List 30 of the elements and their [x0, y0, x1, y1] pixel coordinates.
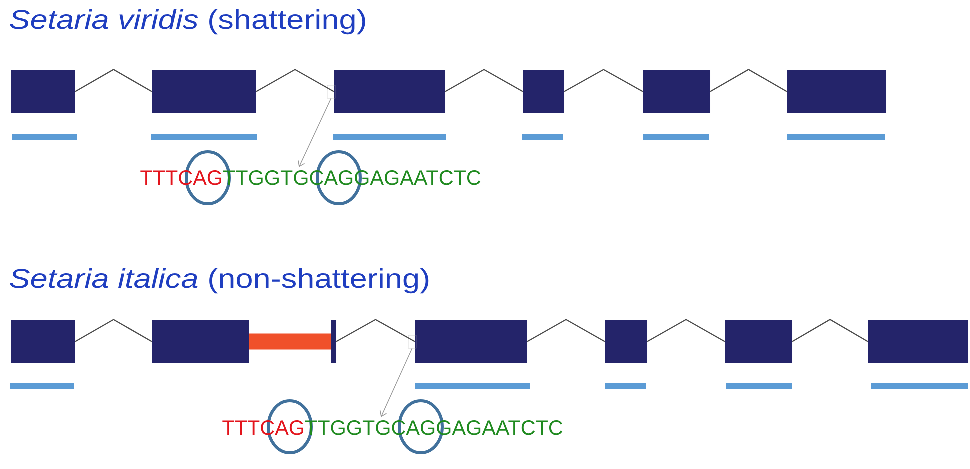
intron-line: [256, 69, 334, 92]
leader-arrow: [298, 98, 332, 168]
intron-line: [647, 319, 726, 342]
intron-line: [75, 319, 152, 342]
intron-line: [445, 69, 524, 92]
exon-box: [787, 70, 886, 114]
insertion-bar: [249, 334, 332, 350]
exon-box: [523, 70, 564, 114]
exon-box: [331, 320, 336, 364]
exon-box: [11, 70, 76, 114]
exon-box: [334, 70, 446, 114]
exon-box: [868, 320, 968, 364]
marker-square: [408, 335, 417, 349]
intron-line: [527, 319, 606, 342]
intron-line: [75, 69, 152, 92]
intron-line: [792, 319, 868, 342]
exon-box: [152, 320, 250, 364]
leader-arrow: [380, 348, 413, 418]
intron-line: [336, 319, 416, 342]
exon-box: [415, 320, 528, 364]
marker-square: [327, 85, 336, 99]
exon-box: [11, 320, 76, 364]
exon-box: [643, 70, 710, 114]
intron-line: [564, 69, 644, 92]
exon-box: [725, 320, 792, 364]
heading: Setaria viridis (shattering): [10, 9, 366, 35]
heading: Setaria italica (non-shattering): [10, 268, 429, 294]
intron-line: [710, 69, 788, 92]
exon-box: [152, 70, 256, 114]
exon-box: [605, 320, 648, 364]
